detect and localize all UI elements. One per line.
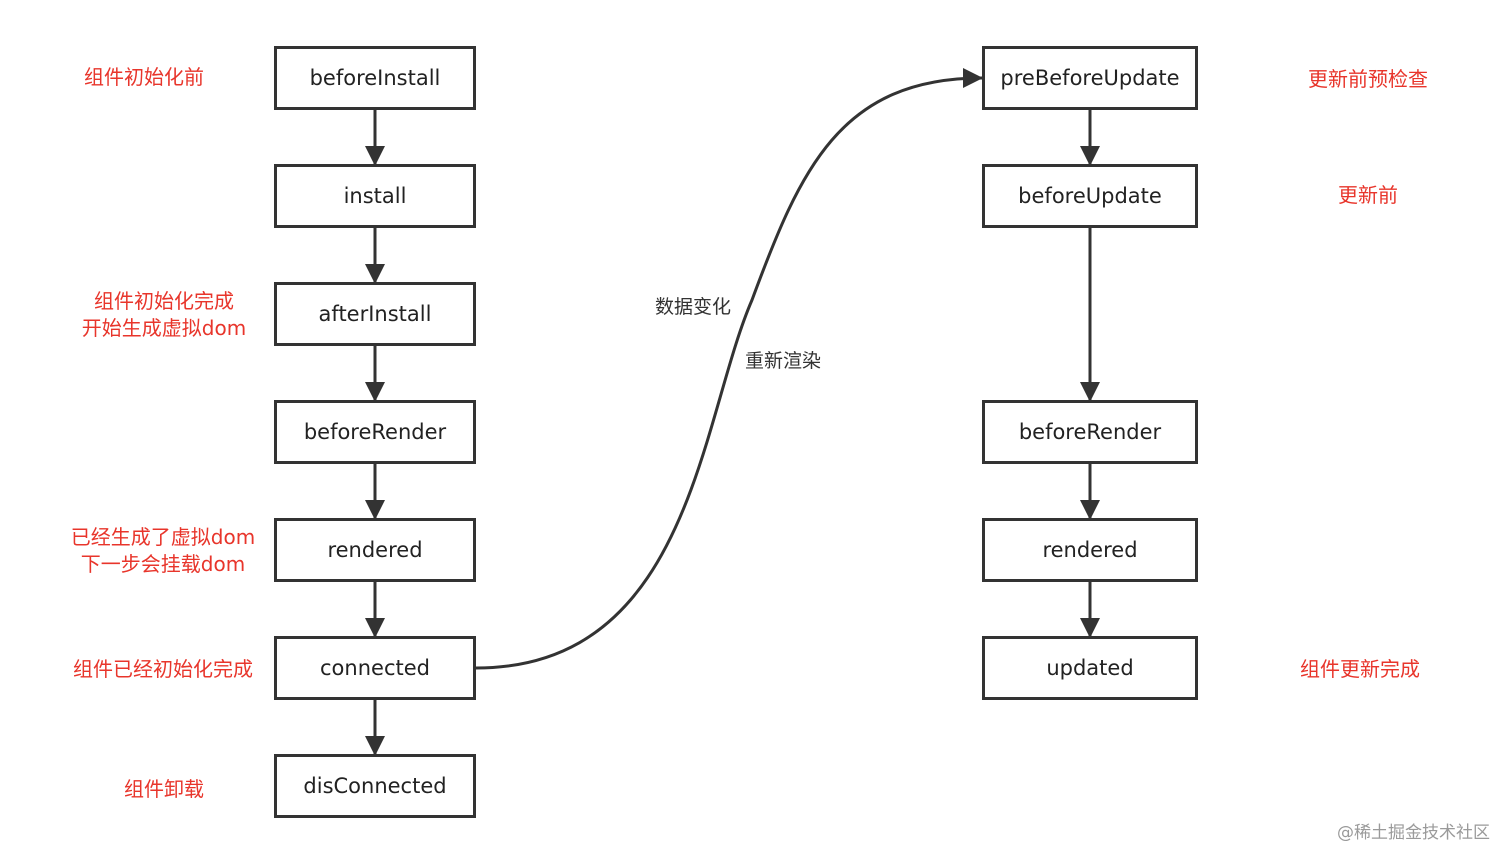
node-updated: updated [982,636,1198,700]
note-after-install-line1: 组件初始化完成 [94,289,234,313]
note-after-install: 组件初始化完成 开始生成虚拟dom [54,288,274,342]
note-rendered-line1: 已经生成了虚拟dom [70,525,256,549]
node-before-install: beforeInstall [274,46,476,110]
note-disconnected: 组件卸载 [64,776,264,803]
note-connected-text: 组件已经初始化完成 [73,657,253,681]
node-rendered: rendered [274,518,476,582]
note-before-update: 更新前 [1278,182,1458,209]
note-updated-text: 组件更新完成 [1300,657,1420,681]
note-rendered: 已经生成了虚拟dom 下一步会挂载dom [50,524,276,578]
note-before-update-text: 更新前 [1338,183,1398,207]
note-pre-before-update: 更新前预检查 [1278,66,1458,93]
node-rendered-right: rendered [982,518,1198,582]
note-before-install: 组件初始化前 [44,64,244,91]
node-disconnected: disConnected [274,754,476,818]
edge-connected-prebeforeupdate [475,68,983,670]
note-disconnected-text: 组件卸载 [124,777,204,801]
transition-label-rerender: 重新渲染 [745,350,822,372]
note-after-install-line2: 开始生成虚拟dom [81,316,247,340]
watermark: @稀土掘金技术社区 [1337,823,1490,843]
node-pre-before-update: preBeforeUpdate [982,46,1198,110]
note-pre-before-update-text: 更新前预检查 [1308,67,1428,91]
transition-label-data-change: 数据变化 [655,296,732,318]
note-rendered-line2: 下一步会挂载dom [80,552,246,576]
note-before-install-text: 组件初始化前 [84,65,204,89]
node-connected: connected [274,636,476,700]
note-connected: 组件已经初始化完成 [50,656,276,683]
node-install: install [274,164,476,228]
node-before-render: beforeRender [274,400,476,464]
node-before-update: beforeUpdate [982,164,1198,228]
note-updated: 组件更新完成 [1262,656,1458,683]
node-after-install: afterInstall [274,282,476,346]
node-before-render-right: beforeRender [982,400,1198,464]
